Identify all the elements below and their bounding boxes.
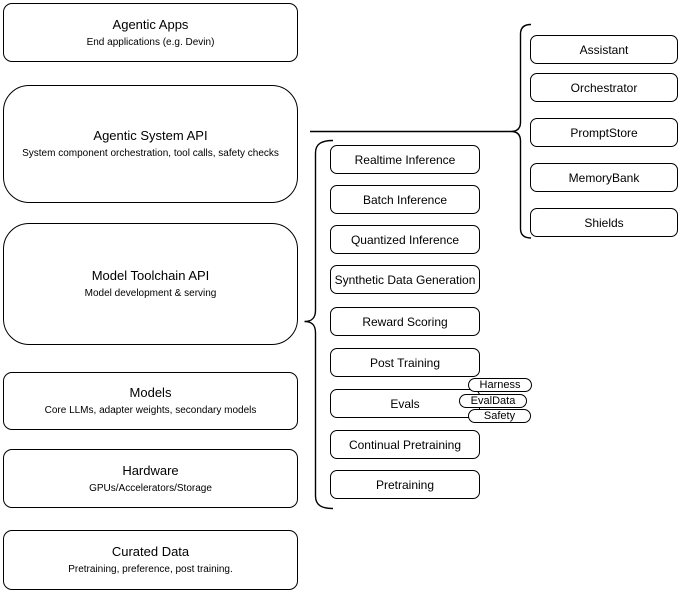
- node-title: Agentic System API: [93, 128, 208, 143]
- toolchain-node-reward-scoring: Reward Scoring: [330, 307, 480, 336]
- node-models: Models Core LLMs, adapter weights, secon…: [3, 372, 298, 430]
- node-subtitle: End applications (e.g. Devin): [86, 36, 215, 48]
- node-subtitle: Model development & serving: [84, 288, 217, 299]
- system-node-orchestrator: Orchestrator: [530, 73, 678, 102]
- toolchain-node-batch-inference: Batch Inference: [330, 185, 480, 214]
- node-title: Curated Data: [111, 544, 190, 559]
- node-hardware: Hardware GPUs/Accelerators/Storage: [3, 449, 298, 508]
- system-node-promptstore: PromptStore: [530, 118, 678, 147]
- eval-tag-harness: Harness: [468, 378, 532, 392]
- node-agentic-system-api: Agentic System API System component orch…: [3, 85, 298, 203]
- eval-tag-evaldata: EvalData: [459, 394, 527, 408]
- toolchain-node-synthetic-data-generation: Synthetic Data Generation: [330, 265, 480, 294]
- eval-tag-safety: Safety: [468, 409, 531, 423]
- toolchain-node-realtime-inference: Realtime Inference: [330, 145, 480, 174]
- node-subtitle: Core LLMs, adapter weights, secondary mo…: [44, 405, 257, 416]
- node-agentic-apps: Agentic Apps End applications (e.g. Devi…: [3, 3, 298, 62]
- toolchain-node-pretraining: Pretraining: [330, 470, 480, 499]
- system-node-memorybank: MemoryBank: [530, 163, 678, 192]
- toolchain-node-post-training: Post Training: [330, 348, 480, 377]
- node-title: Models: [129, 385, 172, 400]
- toolchain-node-quantized-inference: Quantized Inference: [330, 225, 480, 254]
- system-group-brace: [510, 23, 532, 239]
- node-model-toolchain-api: Model Toolchain API Model development & …: [3, 223, 298, 345]
- toolchain-node-evals: Evals: [330, 389, 480, 418]
- node-curated-data: Curated Data Pretraining, preference, po…: [3, 530, 298, 590]
- system-node-assistant: Assistant: [530, 35, 678, 64]
- node-subtitle: System component orchestration, tool cal…: [22, 148, 279, 159]
- node-title: Model Toolchain API: [91, 268, 210, 283]
- node-title: Agentic Apps: [112, 16, 189, 32]
- toolchain-node-continual-pretraining: Continual Pretraining: [330, 430, 480, 459]
- node-subtitle: Pretraining, preference, post training.: [68, 564, 233, 575]
- node-title: Hardware: [122, 462, 179, 478]
- system-node-shields: Shields: [530, 208, 678, 237]
- toolchain-group-brace: [304, 139, 334, 510]
- node-subtitle: GPUs/Accelerators/Storage: [89, 482, 212, 494]
